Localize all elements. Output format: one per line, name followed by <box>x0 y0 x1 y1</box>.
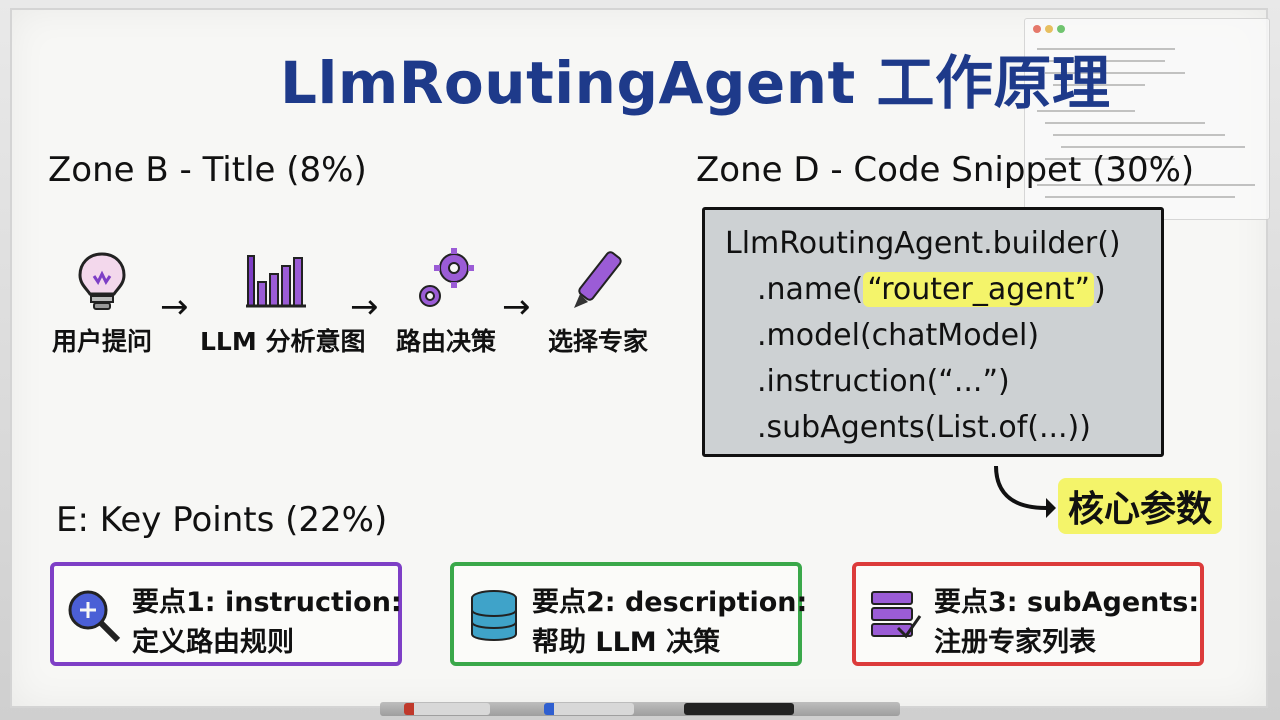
key-point-3-desc: 注册专家列表 <box>934 627 1096 658</box>
key-point-1-title: 要点1: instruction: <box>132 587 402 618</box>
eraser <box>684 703 794 715</box>
code-line-instruction: .instruction(“...”) <box>757 364 1010 399</box>
window-minimize-dot <box>1045 25 1053 33</box>
code-name-highlight: “router_agent” <box>863 272 1095 307</box>
code-name-suffix: ) <box>1094 272 1106 307</box>
lightbulb-icon <box>78 252 126 310</box>
flow-arrow-3: → <box>502 287 531 327</box>
key-point-card-1: 要点1: instruction: 定义路由规则 <box>50 562 402 666</box>
marker-pen-icon <box>574 251 622 308</box>
gears-icon <box>419 248 474 307</box>
flow-arrow-1: → <box>160 287 189 327</box>
flow-step-llm-analysis: LLM 分析意图 <box>200 327 366 356</box>
window-maximize-dot <box>1057 25 1065 33</box>
key-point-card-3: 要点3: subAgents: 注册专家列表 <box>852 562 1204 666</box>
flow-arrow-2: → <box>350 287 379 327</box>
flow-step-select-expert: 选择专家 <box>548 327 649 356</box>
window-code-lines <box>1037 48 1255 198</box>
code-name-prefix: .name( <box>757 272 864 307</box>
key-point-2-title: 要点2: description: <box>532 587 808 618</box>
blue-marker <box>544 703 634 715</box>
core-params-label: 核心参数 <box>1058 478 1223 534</box>
key-point-3-title: 要点3: subAgents: <box>934 587 1200 618</box>
key-point-card-2: 要点2: description: 帮助 LLM 决策 <box>450 562 807 666</box>
code-line-builder: LlmRoutingAgent.builder() <box>725 226 1121 261</box>
page-title: LlmRoutingAgent 工作原理 <box>280 49 1111 117</box>
flow-step-routing-decision: 路由决策 <box>396 327 497 356</box>
code-line-subagents: .subAgents(List.of(...)) <box>757 410 1091 445</box>
red-marker <box>404 703 490 715</box>
code-snippet-box: LlmRoutingAgent.builder() .name(“router_… <box>702 207 1164 457</box>
magnifier-icon <box>68 590 121 643</box>
factory-chart-icon <box>246 255 306 308</box>
code-line-model: .model(chatModel) <box>757 318 1040 353</box>
key-point-2-desc: 帮助 LLM 决策 <box>532 627 721 658</box>
database-icon <box>471 590 517 641</box>
background-code-window <box>1024 18 1270 220</box>
key-point-1-desc: 定义路由规则 <box>132 627 294 658</box>
zone-b-label: Zone B - Title (8%) <box>48 150 367 190</box>
zone-e-label: E: Key Points (22%) <box>56 500 388 540</box>
code-line-name: .name(“router_agent”) <box>757 272 1106 307</box>
zone-d-label: Zone D - Code Snippet (30%) <box>696 150 1195 190</box>
server-list-icon <box>871 591 922 639</box>
flow-step-user-question: 用户提问 <box>52 327 153 356</box>
window-close-dot <box>1033 25 1041 33</box>
curved-arrow-icon <box>994 465 1056 518</box>
